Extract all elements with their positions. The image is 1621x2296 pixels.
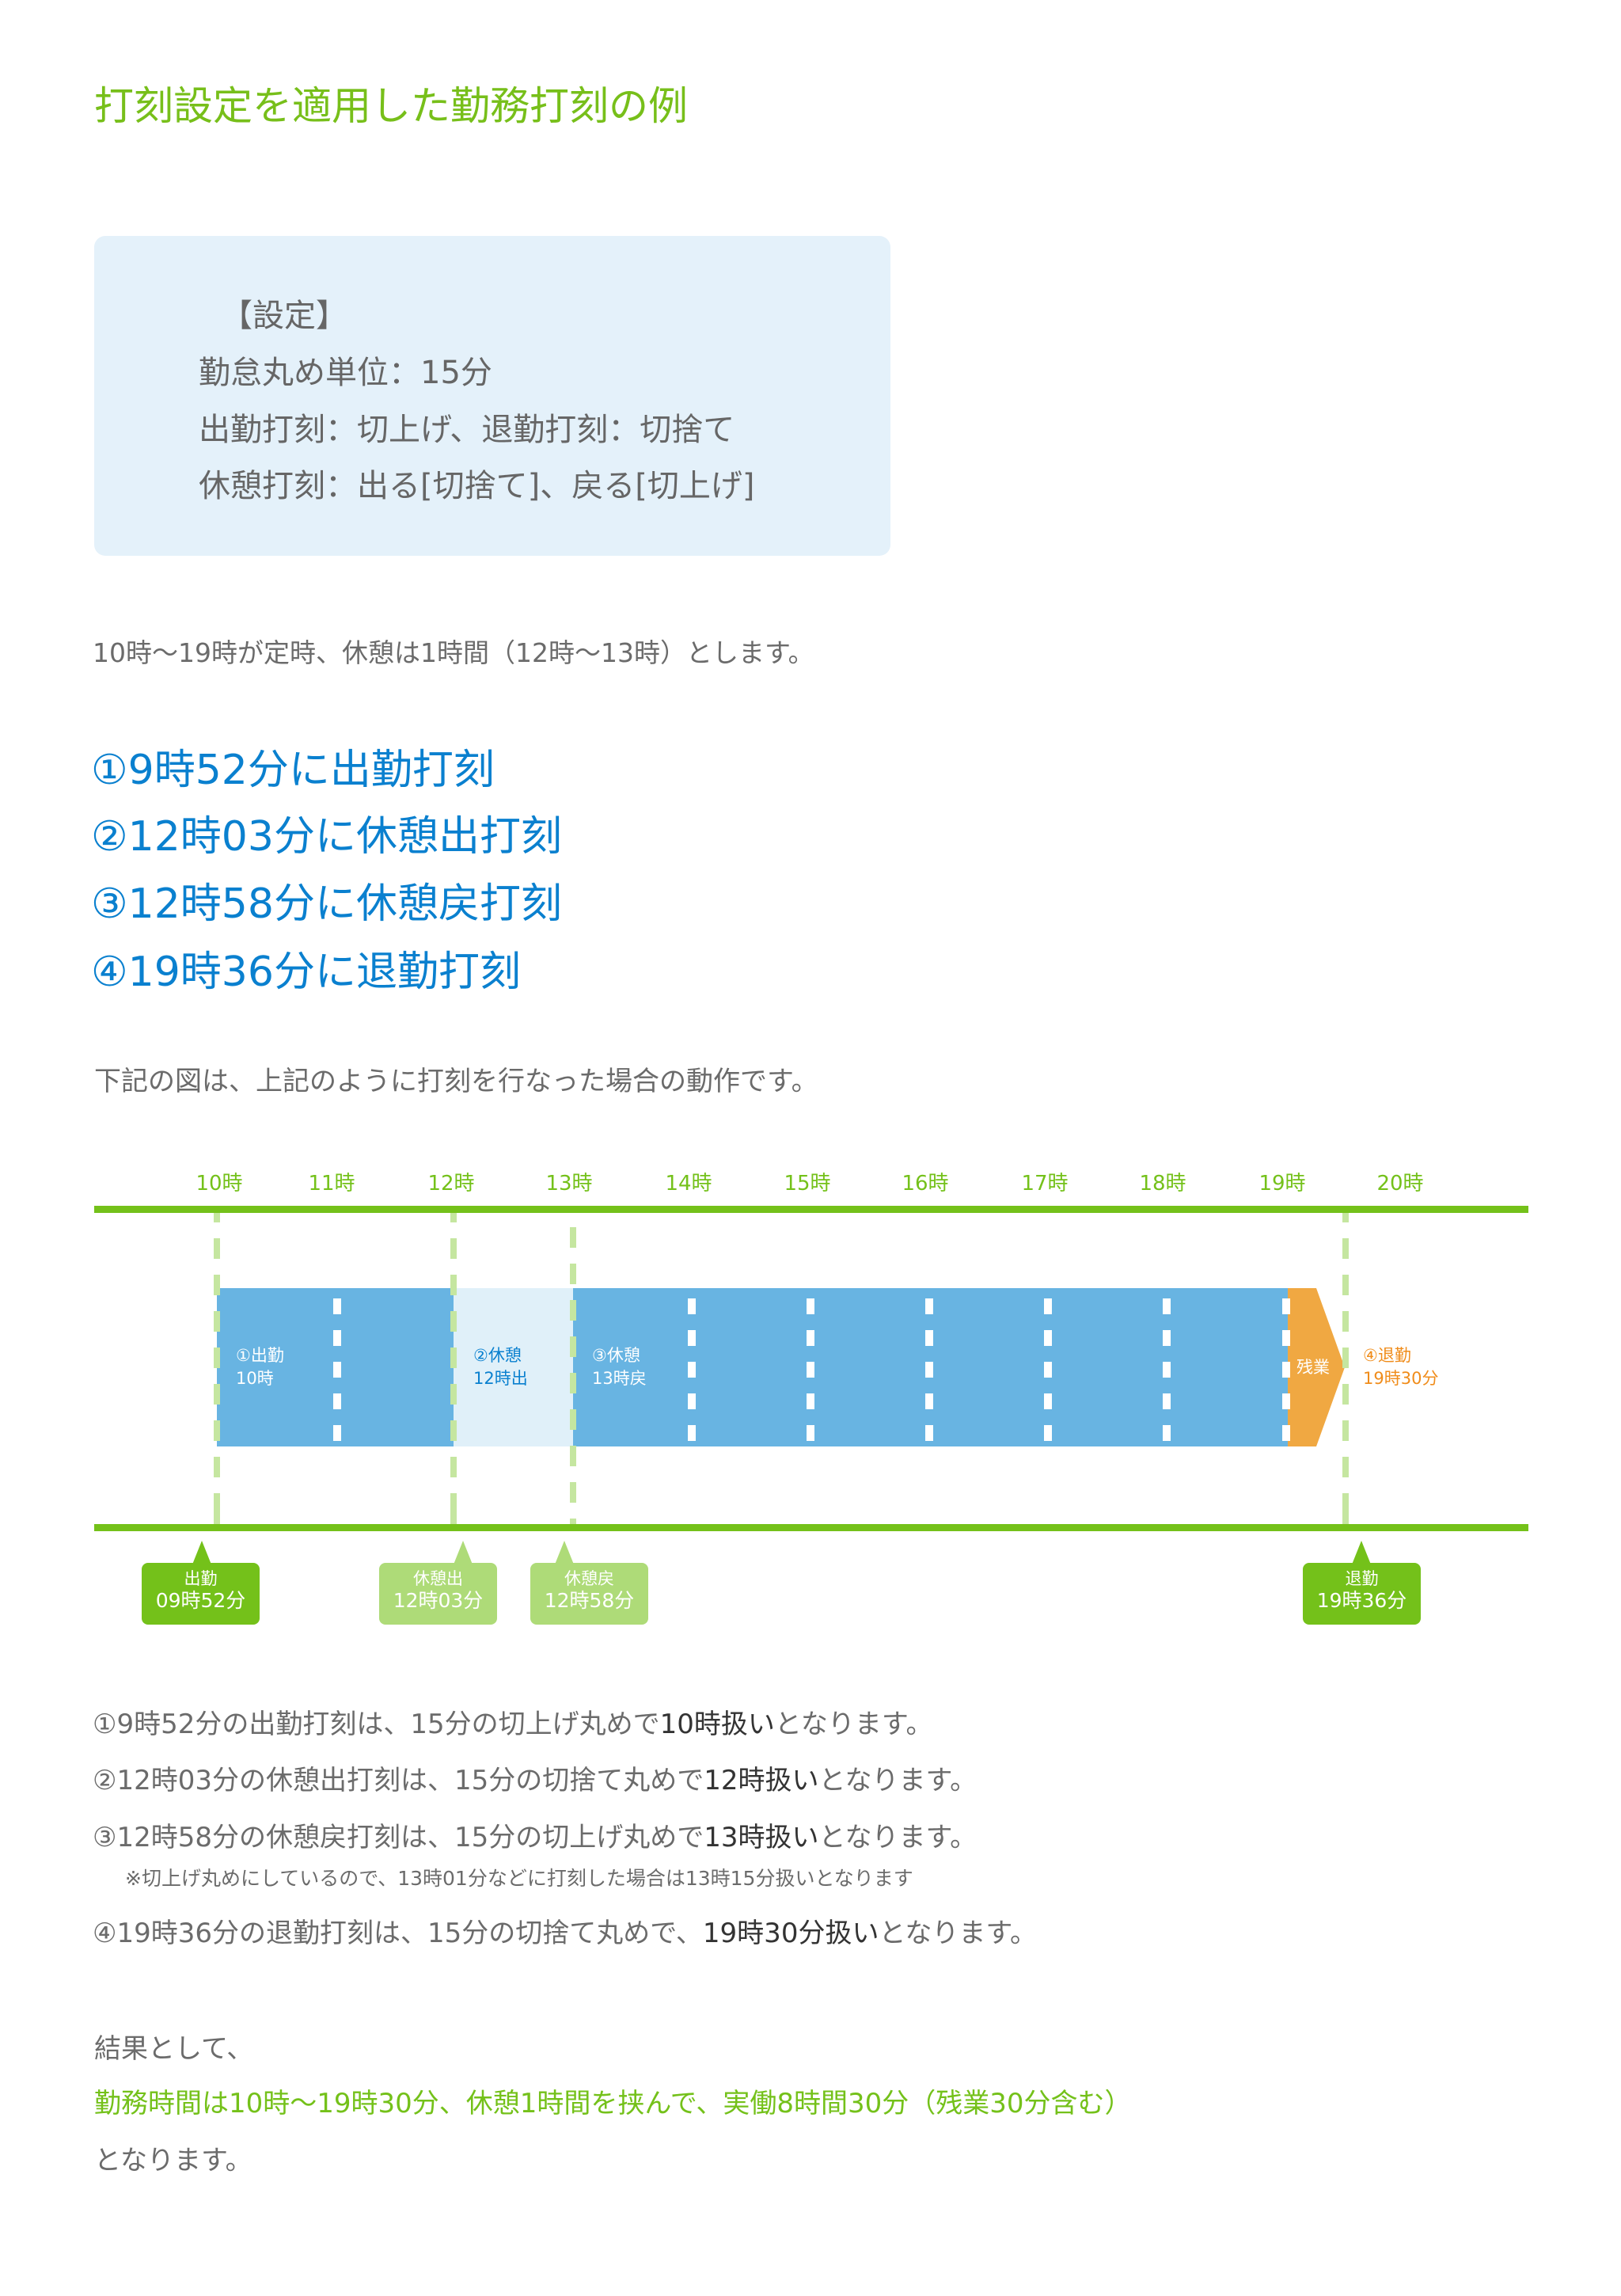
hour-label: 20時 [1376,1172,1424,1196]
timeline-bottom-line [94,1524,1528,1531]
bubble-label: 出勤 [184,1569,218,1588]
hour-divider [1282,1298,1290,1441]
bubble-time: 09時52分 [155,1589,246,1612]
bubble-pointer [555,1541,574,1564]
punch-bubble-out: 退勤 19時36分 [1303,1563,1421,1625]
break-band [454,1288,573,1446]
hour-label: 13時 [545,1172,593,1196]
explanation-emphasis: 10時扱い [659,1709,775,1740]
block-label-line: ①出勤 [236,1346,284,1365]
bubble-pointer [454,1541,473,1564]
punch-line-out [1342,1213,1349,1524]
block-label-out: ④退勤 19時30分 [1363,1344,1438,1390]
bubble-label: 退勤 [1345,1569,1379,1588]
hour-label: 11時 [308,1172,355,1196]
step-item: ③12時58分に休憩戻打刻 [91,880,562,928]
hour-label: 17時 [1021,1172,1069,1196]
bubble-pointer [1352,1541,1371,1564]
settings-line: 勤怠丸め単位：15分 [199,355,492,391]
bubble-pointer [192,1541,211,1564]
intro-text: 10時〜19時が定時、休憩は1時間（12時〜13時）とします。 [93,637,814,668]
settings-heading: 【設定】 [221,298,347,334]
block-label-line: 10時 [236,1369,274,1388]
block-label-break-in: ③休憩 13時戻 [592,1344,647,1390]
punch-line-in [214,1213,220,1524]
settings-box: 【設定】 勤怠丸め単位：15分 出勤打刻：切上げ、退勤打刻：切捨て 休憩打刻：出… [94,236,890,556]
step-item: ④19時36分に退勤打刻 [91,948,521,996]
explanation-text: となります。 [818,1822,978,1853]
settings-line: 休憩打刻：出る[切捨て]、戻る[切上げ] [199,468,755,504]
hour-divider [688,1298,696,1441]
block-label-line: 13時戻 [592,1369,647,1388]
timeline-top-line [94,1206,1528,1213]
explanation-emphasis: 13時扱い [704,1822,819,1853]
block-label-break-out: ②休憩 12時出 [473,1344,528,1390]
bubble-label: 休憩戻 [564,1569,614,1588]
explanation-line: ④19時36分の退勤打刻は、15分の切捨て丸めで、19時30分扱いとなります。 [93,1911,1037,1950]
block-label-in: ①出勤 10時 [236,1344,284,1390]
explanation-text: ①9時52分の出勤打刻は、15分の切上げ丸めで [93,1709,660,1740]
overtime-label: 残業 [1296,1358,1330,1377]
hour-divider [1044,1298,1052,1441]
explanation-text: となります。 [818,1765,978,1796]
block-label-line: ④退勤 [1363,1346,1411,1365]
hour-divider [1163,1298,1171,1441]
hour-label: 15時 [784,1172,831,1196]
settings-line: 出勤打刻：切上げ、退勤打刻：切捨て [199,412,735,448]
explanation-text: ④19時36分の退勤打刻は、15分の切捨て丸めで、 [93,1918,703,1949]
explanation-emphasis: 19時30分扱い [702,1918,879,1949]
explanation-line: ③12時58分の休憩戻打刻は、15分の切上げ丸めで13時扱いとなります。 [93,1815,977,1854]
diagram-intro: 下記の図は、上記のように打刻を行なった場合の動作です。 [94,1066,818,1097]
hour-label: 10時 [196,1172,243,1196]
hour-label: 12時 [427,1172,475,1196]
hour-label: 16時 [902,1172,949,1196]
bubble-time: 19時36分 [1316,1589,1407,1612]
hour-divider [807,1298,814,1441]
hour-divider [925,1298,933,1441]
explanation-emphasis: 12時扱い [704,1765,819,1796]
hour-label: 19時 [1258,1172,1306,1196]
explanation-text: ③12時58分の休憩戻打刻は、15分の切上げ丸めで [93,1822,704,1853]
punch-bubble-in: 出勤 09時52分 [142,1563,260,1625]
result-end: となります。 [94,2145,252,2176]
result-summary: 勤務時間は10時〜19時30分、休憩1時間を挟んで、実働8時間30分（残業30分… [94,2088,1132,2119]
step-item: ①9時52分に出勤打刻 [91,747,495,794]
explanation-text: ②12時03分の休憩出打刻は、15分の切捨て丸めで [93,1765,704,1796]
hour-label: 14時 [665,1172,712,1196]
punch-bubble-break-in: 休憩戻 12時58分 [530,1563,648,1625]
explanation-line: ①9時52分の出勤打刻は、15分の切上げ丸めで10時扱いとなります。 [93,1702,933,1741]
step-item: ②12時03分に休憩出打刻 [91,813,562,861]
explanation-text: となります。 [879,1918,1038,1949]
punch-bubble-break-out: 休憩出 12時03分 [379,1563,497,1625]
block-label-line: 12時出 [473,1369,528,1388]
block-label-line: 19時30分 [1363,1369,1439,1388]
explanation-text: となります。 [774,1709,933,1740]
punch-line-break-in [570,1227,576,1524]
hour-label: 18時 [1139,1172,1186,1196]
punch-line-break-out [450,1213,457,1524]
explanation-line: ②12時03分の休憩出打刻は、15分の切捨て丸めで12時扱いとなります。 [93,1758,977,1797]
block-label-line: ③休憩 [592,1346,640,1365]
block-label-line: ②休憩 [473,1346,522,1365]
bubble-time: 12時58分 [544,1589,635,1612]
bubble-time: 12時03分 [393,1589,484,1612]
page-title: 打刻設定を適用した勤務打刻の例 [94,83,688,129]
rounding-note: ※切上げ丸めにしているので、13時01分などに打刻した場合は13時15分扱いとな… [125,1867,913,1890]
bubble-label: 休憩出 [413,1569,463,1588]
result-lead: 結果として、 [94,2033,254,2065]
overtime-arrow [1288,1288,1345,1446]
hour-divider [333,1298,341,1441]
